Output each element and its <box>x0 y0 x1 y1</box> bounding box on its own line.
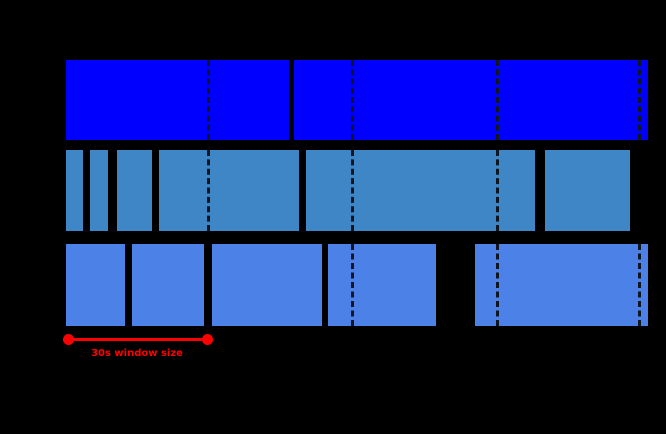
segment-bar[interactable] <box>159 150 299 231</box>
segment-bar[interactable] <box>306 150 535 231</box>
segment-bar[interactable] <box>66 60 289 140</box>
segment-bar[interactable] <box>328 244 436 326</box>
segment-bar[interactable] <box>117 150 152 231</box>
timeline-row-2 <box>0 150 666 231</box>
segment-bar[interactable] <box>212 244 322 326</box>
segment-bar[interactable] <box>132 244 204 326</box>
timeline-row-1 <box>0 60 666 140</box>
window-size-measure-line <box>68 338 207 341</box>
window-size-label: 30s window size <box>91 348 183 359</box>
measure-cap-left <box>63 334 74 345</box>
segment-bar[interactable] <box>66 150 83 231</box>
timeline-row-3 <box>0 244 666 326</box>
segment-bar[interactable] <box>475 244 648 326</box>
segment-bar[interactable] <box>545 150 630 231</box>
measure-cap-right <box>202 334 213 345</box>
segment-bar[interactable] <box>294 60 648 140</box>
segment-bar[interactable] <box>66 244 125 326</box>
segment-bar[interactable] <box>90 150 108 231</box>
